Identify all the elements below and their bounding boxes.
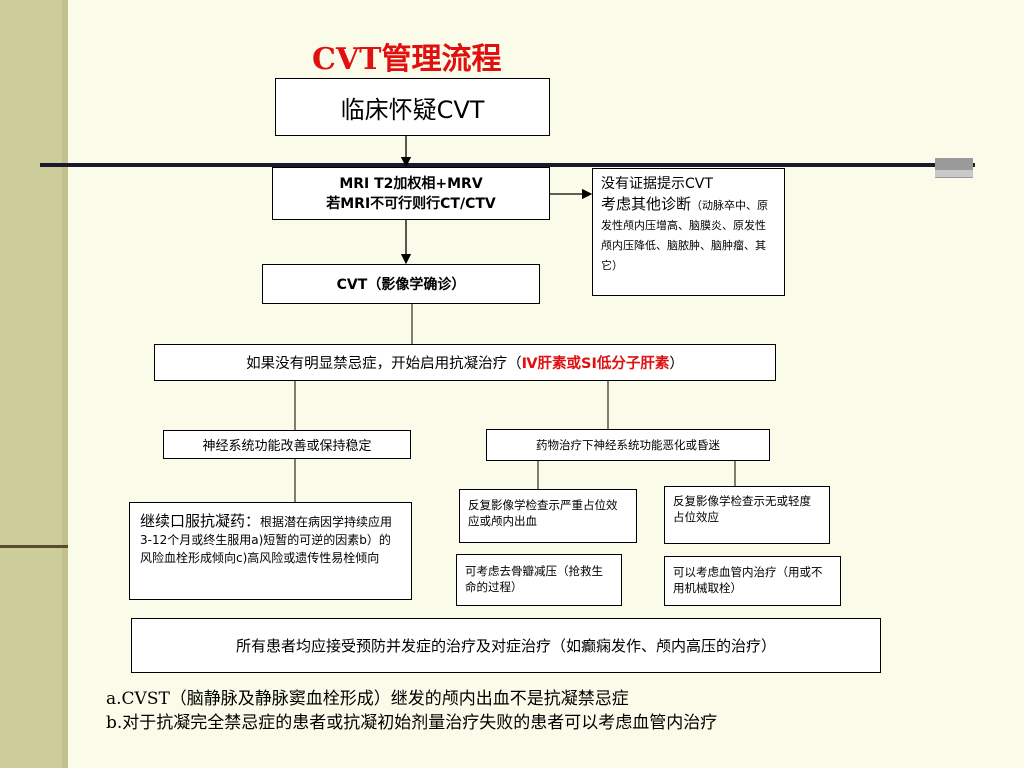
footnote-b: b.对于抗凝完全禁忌症的患者或抗凝初始剂量治疗失败的患者可以考虑血管内治疗	[106, 713, 718, 733]
decompression-text: 可考虑去骨瓣减压（抢救生命的过程）	[465, 564, 603, 594]
cvt-confirm-box: CVT（影像学确诊）	[262, 264, 540, 304]
worsen-text: 药物治疗下神经系统功能恶化或昏迷	[536, 438, 720, 452]
page-title: CVT管理流程	[312, 42, 502, 77]
decompression-box: 可考虑去骨瓣减压（抢救生命的过程）	[456, 554, 622, 606]
no-evidence-detail: （动脉卒中、原发性颅内压增高、脑膜炎、原发性颅内压降低、脑脓肿、脑肿瘤、其它）	[601, 199, 769, 272]
clinical-suspicion-box: 临床怀疑CVT	[275, 78, 550, 136]
sidebar-decoration	[0, 0, 68, 768]
worsen-box: 药物治疗下神经系统功能恶化或昏迷	[486, 429, 770, 461]
clinical-suspicion-text: 临床怀疑CVT	[340, 95, 485, 124]
divider-accent-light	[935, 170, 973, 177]
mri-box: MRI T2加权相+MRV 若MRI不可行则行CT/CTV	[272, 167, 550, 220]
improve-text: 神经系统功能改善或保持稳定	[202, 439, 372, 454]
footnote-a: a.CVST（脑静脉及静脉窦血栓形成）继发的颅内出血不是抗凝禁忌症	[106, 689, 629, 709]
anticoag-suffix: ）	[669, 356, 684, 372]
sidebar-edge	[62, 0, 68, 768]
anticoag-prefix: 如果没有明显禁忌症，开始启用抗凝治疗（	[246, 356, 522, 372]
endovascular-text: 可以考虑血管内治疗（用或不用机械取栓）	[673, 565, 823, 595]
oral-anticoag-box: 继续口服抗凝药：根据潜在病因学持续应用3-12个月或终生服用a)短暂的可逆的因素…	[129, 502, 412, 600]
no-evidence-line2: 考虑其他诊断	[601, 195, 692, 213]
endovascular-box: 可以考虑血管内治疗（用或不用机械取栓）	[664, 556, 841, 606]
oral-anticoag-head: 继续口服抗凝药：	[140, 512, 261, 530]
mild-effect-text: 反复影像学检查示无或轻度占位效应	[673, 494, 811, 524]
severe-effect-box: 反复影像学检查示严重占位效应或颅内出血	[459, 489, 637, 543]
severe-effect-text: 反复影像学检查示严重占位效应或颅内出血	[468, 498, 618, 528]
oral-anticoag-detail: 根据潜在病因学持续应用3-12个月或终生服用a)短暂的可逆的因素b）的风险血栓形…	[140, 515, 393, 565]
no-evidence-box: 没有证据提示CVT 考虑其他诊断（动脉卒中、原发性颅内压增高、脑膜炎、原发性颅内…	[592, 168, 785, 296]
anticoag-drugs: Ⅳ肝素或SI低分子肝素	[521, 356, 670, 372]
mri-line1: MRI T2加权相+MRV	[339, 175, 483, 192]
all-patients-box: 所有患者均应接受预防并发症的治疗及对症治疗（如癫痫发作、颅内高压的治疗）	[131, 618, 881, 673]
divider-line	[40, 163, 975, 167]
all-patients-text: 所有患者均应接受预防并发症的治疗及对症治疗（如癫痫发作、颅内高压的治疗）	[235, 637, 776, 655]
mri-line2: 若MRI不可行则行CT/CTV	[326, 195, 496, 212]
mild-effect-box: 反复影像学检查示无或轻度占位效应	[664, 486, 830, 544]
sidebar-mark	[0, 545, 68, 548]
improve-box: 神经系统功能改善或保持稳定	[163, 430, 411, 459]
cvt-confirm-text: CVT（影像学确诊）	[336, 277, 466, 293]
anticoagulation-box: 如果没有明显禁忌症，开始启用抗凝治疗（Ⅳ肝素或SI低分子肝素）	[154, 344, 776, 381]
no-evidence-line1: 没有证据提示CVT	[601, 176, 713, 192]
